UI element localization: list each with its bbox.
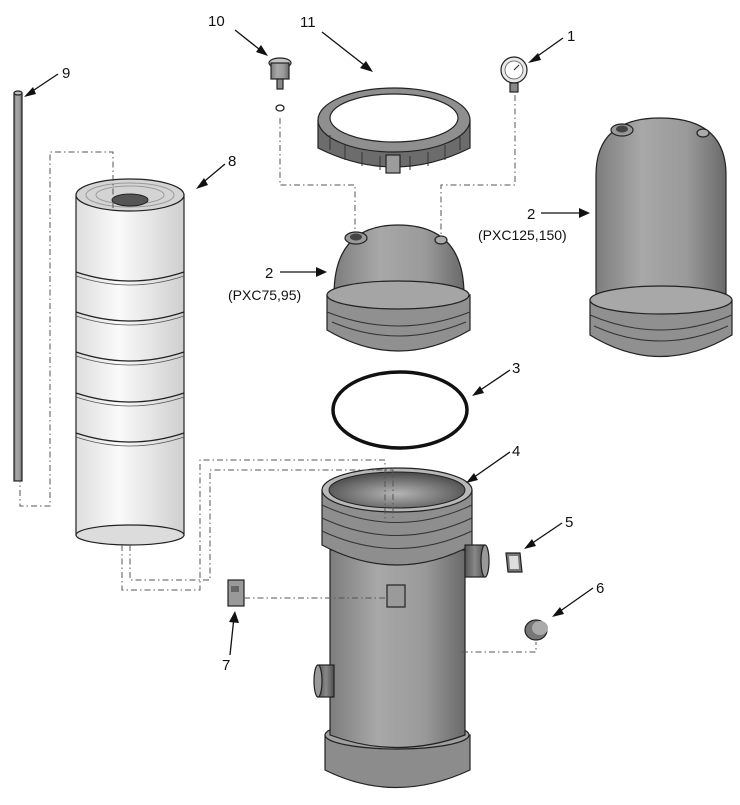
callout-2-small-note: (PXC75,95) xyxy=(228,287,301,303)
o-ring-part-3 xyxy=(331,370,469,450)
pressure-gauge-part-1 xyxy=(500,56,528,93)
sight-glass-part-5 xyxy=(505,552,523,573)
assembly-lines xyxy=(19,95,537,653)
callout-11: 11 xyxy=(300,14,316,31)
callout-10: 10 xyxy=(208,13,225,30)
callout-9: 9 xyxy=(62,65,70,82)
filter-lid-small-part-2 xyxy=(326,224,471,352)
filter-cartridge-part-8 xyxy=(75,178,185,546)
rod-part-9 xyxy=(13,90,23,482)
callout-3: 3 xyxy=(512,360,520,377)
drain-cap-part-6 xyxy=(524,619,548,641)
leader-arrows xyxy=(24,29,594,656)
callout-7: 7 xyxy=(222,657,230,674)
callout-2-small: 2 xyxy=(265,265,273,282)
callout-2-large-note: (PXC125,150) xyxy=(478,227,567,243)
callout-4: 4 xyxy=(512,443,520,460)
clip-part-7 xyxy=(227,579,245,607)
callout-5: 5 xyxy=(565,514,573,531)
filter-lid-large-part-2 xyxy=(589,117,733,357)
filter-tank-part-4 xyxy=(313,467,490,788)
callout-2-large: 2 xyxy=(527,206,535,223)
callout-1: 1 xyxy=(567,28,575,45)
callout-8: 8 xyxy=(228,153,236,170)
locking-ring-part-11 xyxy=(317,87,471,174)
callout-6: 6 xyxy=(596,580,604,597)
callout-labels: 1 10 11 9 8 2 (PXC125,150) 2 (PXC75,95) … xyxy=(62,13,604,674)
air-relief-valve-part-10 xyxy=(268,57,292,112)
